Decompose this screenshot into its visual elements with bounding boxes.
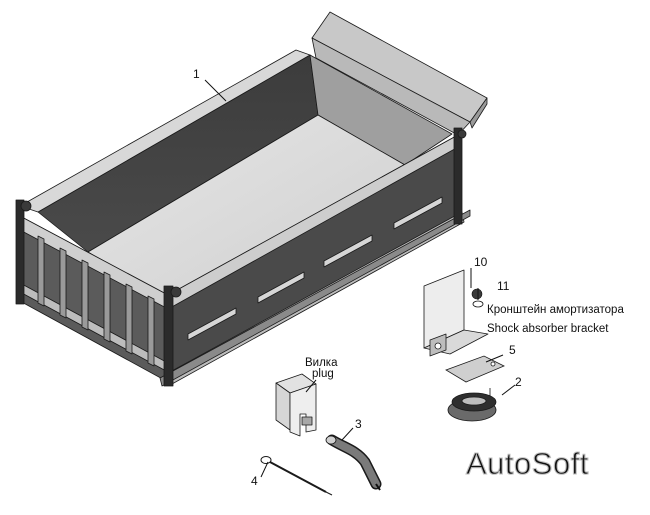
shock-absorber-bracket [423,269,489,357]
callout-1: 1 [193,67,200,81]
callout-3: 3 [355,417,362,431]
bracket-label-en: Shock absorber bracket [487,323,609,335]
pin-4 [260,456,333,496]
dump-body [15,11,488,387]
rubber-pad-2 [447,388,497,422]
watermark-logo: AutoSoft [466,446,589,481]
bracket-label-ru: Кронштейн амортизатора [487,304,624,316]
callout-2: 2 [515,375,522,389]
plate-5 [445,355,505,383]
plug-label-en: plug [312,368,334,380]
callout-5: 5 [509,343,516,357]
hose-3 [325,434,382,491]
callout-4: 4 [251,474,258,488]
plug-label-ru: Вилка [305,357,338,369]
washer-11 [472,300,484,308]
callout-11: 11 [497,279,510,293]
plug-fork [275,373,317,437]
leader-lines [204,79,516,478]
nut-10 [471,288,483,300]
callout-10: 10 [474,255,488,269]
